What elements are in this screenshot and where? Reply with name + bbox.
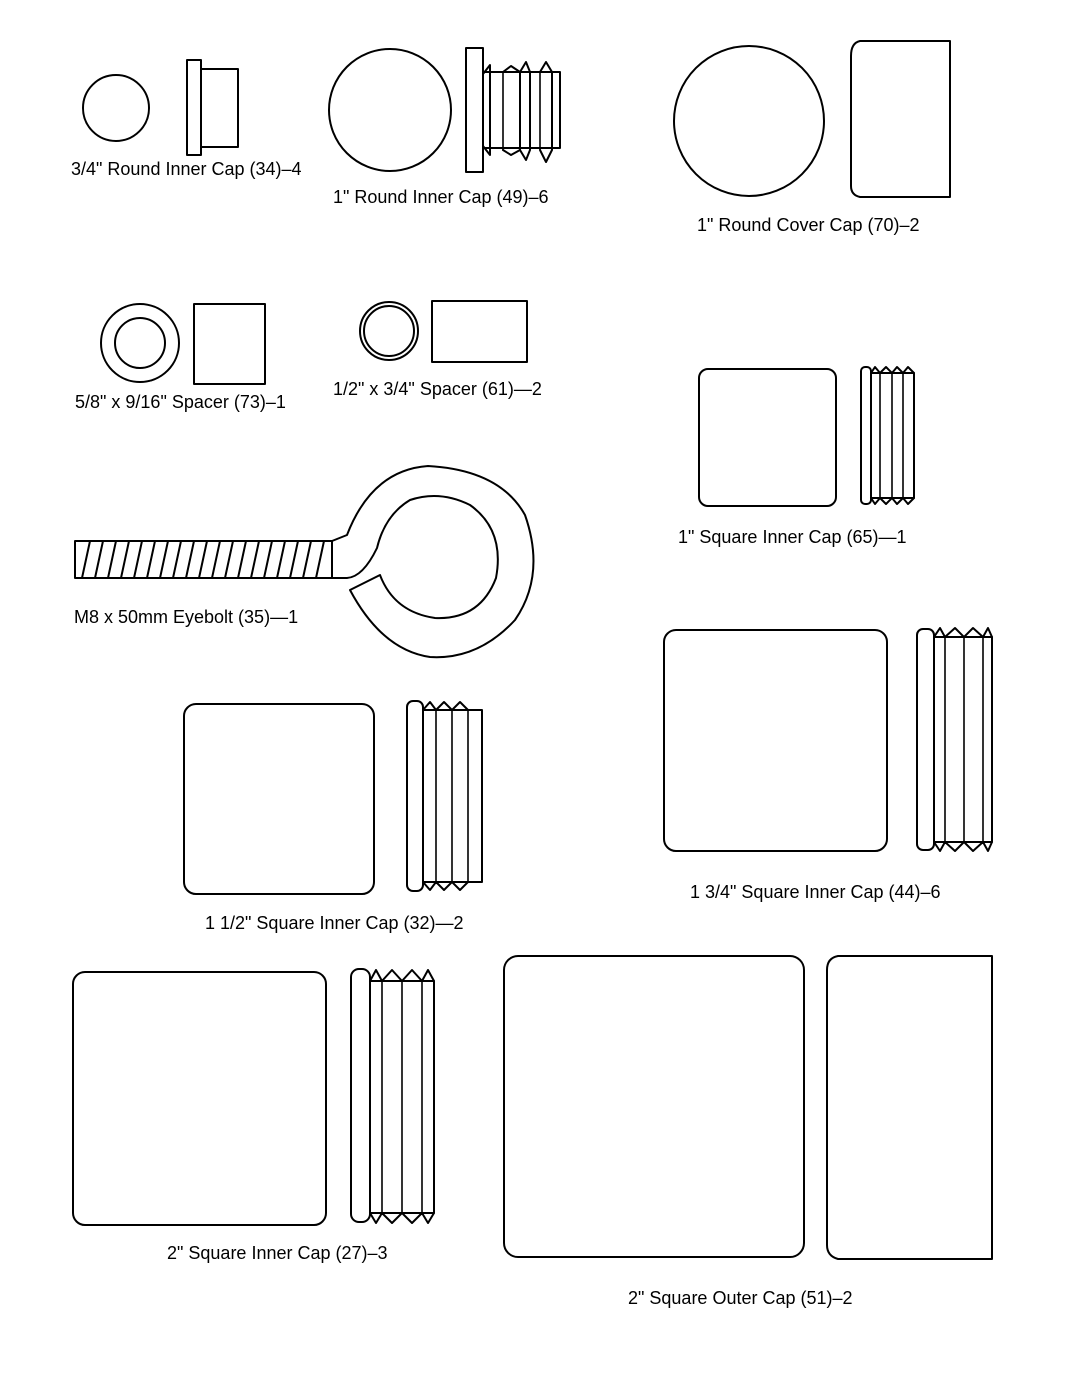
label-round-cover-cap-70: 1" Round Cover Cap (70)–2 [697,215,920,235]
eyebolt-35-drawing [74,465,535,659]
label-spacer-61: 1/2" x 3/4" Spacer (61)—2 [333,379,542,399]
round-inner-cap-49-drawing [328,47,561,173]
square-outer-cap-51-drawing [503,955,993,1260]
square-inner-cap-44-drawing [663,627,993,852]
label-square-inner-cap-27: 2" Square Inner Cap (27)–3 [167,1243,388,1263]
square-inner-cap-32-drawing [183,700,483,895]
square-inner-cap-65-drawing [698,366,915,507]
label-square-inner-cap-65: 1" Square Inner Cap (65)—1 [678,527,907,547]
label-round-inner-cap-49: 1" Round Inner Cap (49)–6 [333,187,549,207]
label-square-inner-cap-32: 1 1/2" Square Inner Cap (32)—2 [205,913,464,933]
square-inner-cap-27-drawing [72,968,435,1226]
label-eyebolt-35: M8 x 50mm Eyebolt (35)—1 [74,607,299,627]
label-square-outer-cap-51: 2" Square Outer Cap (51)–2 [628,1288,853,1308]
round-inner-cap-34-drawing [82,59,239,156]
label-square-inner-cap-44: 1 3/4" Square Inner Cap (44)–6 [690,882,941,902]
spacer-73-drawing [100,303,266,385]
label-round-inner-cap-34: 3/4" Round Inner Cap (34)–4 [71,159,302,179]
label-spacer-73: 5/8" x 9/16" Spacer (73)–1 [75,392,286,412]
spacer-61-drawing [359,300,528,363]
round-cover-cap-70-drawing [673,40,951,198]
